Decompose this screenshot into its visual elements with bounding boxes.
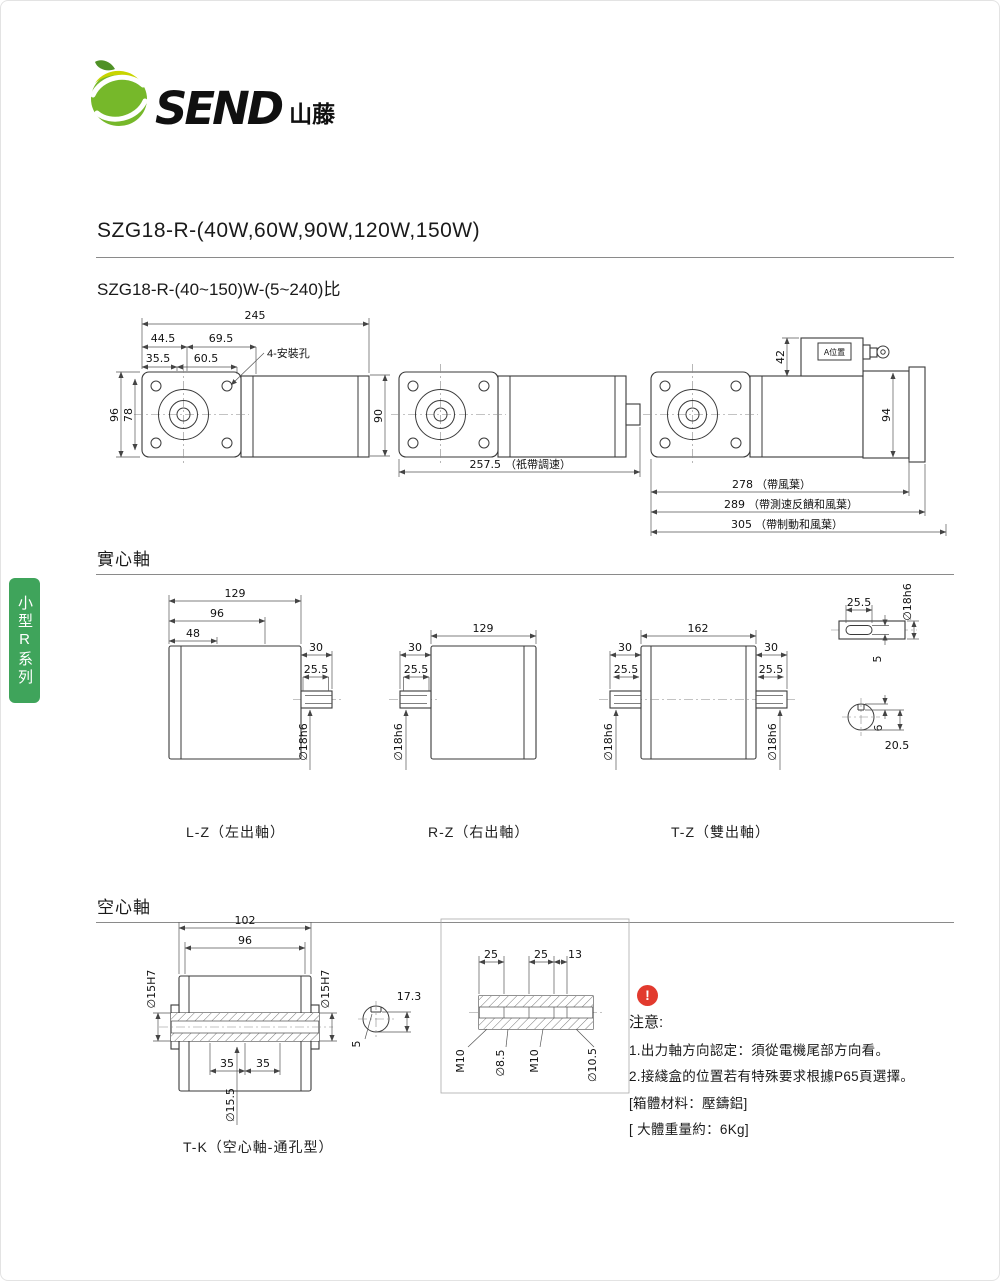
tk-dim-35-b: 35: [256, 1057, 270, 1070]
sec-dim-25-a: 25: [484, 948, 498, 961]
dim-257-5-note: （祇帶調速）: [505, 457, 571, 471]
solid-shaft-key-detail: 25.5 ∅18h6 5 6 20.5: [831, 583, 919, 752]
label-rz: R-Z（右出軸）: [428, 824, 530, 840]
detail-dim-6: 6: [872, 725, 885, 732]
dim-257-5: 257.5: [470, 458, 502, 471]
rz-dia: ∅18h6: [392, 723, 405, 761]
dim-278: 278: [732, 478, 753, 491]
note-line-1: 1.出力軸方向認定：須從電機尾部方向看。: [629, 1042, 890, 1058]
tz-dim-25-5-right: 25.5: [759, 663, 784, 676]
brand-name-cn: 山藤: [289, 101, 336, 127]
tz-dim-30-left: 30: [618, 641, 632, 654]
lz-dim-129: 129: [225, 587, 246, 600]
tk-dia-15-5: ∅15.5: [224, 1088, 237, 1122]
tz-dim-25-5-left: 25.5: [614, 663, 639, 676]
dim-289: 289: [724, 498, 745, 511]
sec-m10-b: M10: [528, 1049, 541, 1073]
hollow-shaft-tk: 102 96 ∅15H7 ∅15H7 35 35 ∅15.5: [145, 914, 421, 1125]
lz-dim-48: 48: [186, 627, 200, 640]
label-lz: L-Z（左出軸）: [186, 824, 285, 840]
lz-dim-30: 30: [309, 641, 323, 654]
dim-245: 245: [245, 309, 266, 322]
label-tk: T-K（空心軸-通孔型）: [183, 1139, 334, 1155]
note-line-4: [ 大體重量約：6Kg]: [629, 1122, 749, 1138]
brand-globe-icon: [90, 60, 148, 126]
lz-dia: ∅18h6: [297, 723, 310, 761]
label-tz: T-Z（雙出軸）: [671, 824, 770, 840]
dim-278-note: （帶風葉）: [756, 477, 811, 491]
dim-35-5: 35.5: [146, 352, 171, 365]
page-title: SZG18-R-(40W,60W,90W,120W,150W): [97, 219, 481, 242]
top-view-left: 245 44.5 69.5 35.5 60.5 4-安裝孔 96 78 90: [108, 309, 390, 465]
hollow-shaft-section-detail: 25 25 13 M10 ∅8.5 M10 ∅10.5: [440, 918, 630, 1094]
solid-shaft-tz: 162 30 25.5 30 25.5 ∅18h6 ∅18h6: [599, 622, 798, 770]
tk-dia-left: ∅15H7: [145, 970, 158, 1009]
tk-dia-right: ∅15H7: [319, 970, 332, 1009]
tk-dim-5: 5: [350, 1041, 363, 1048]
lz-dim-25-5: 25.5: [304, 663, 329, 676]
dim-78: 78: [122, 408, 135, 422]
rz-dim-129: 129: [473, 622, 494, 635]
sec-dim-25-b: 25: [534, 948, 548, 961]
dim-305-note: （帶制動和風葉）: [755, 517, 843, 531]
tk-dim-96: 96: [238, 934, 252, 947]
solid-shaft-lz: 129 96 48 30 25.5 ∅18h6: [168, 587, 343, 770]
dim-289-note: （帶測速反饋和風葉）: [748, 497, 858, 511]
dim-42: 42: [774, 350, 787, 364]
sec-dia-8-5: ∅8.5: [494, 1049, 507, 1076]
dim-60-5: 60.5: [194, 352, 219, 365]
top-view-middle: 257.5 （祇帶調速）: [391, 364, 641, 477]
dim-96-flange: 96: [108, 408, 121, 422]
section-heading-hollow-shaft: 空心軸: [97, 898, 151, 917]
alert-icon: !: [637, 985, 658, 1006]
brand-logo: SEND 山藤: [85, 57, 335, 131]
tk-dim-102: 102: [235, 914, 256, 927]
tz-dim-30-right: 30: [764, 641, 778, 654]
sidebar-series-tab: 小型R系列: [9, 578, 40, 703]
detail-dim-5: 5: [871, 656, 884, 663]
note-line-3: [箱體材料：壓鑄鋁]: [629, 1095, 748, 1111]
notes-heading: 注意:: [629, 1014, 664, 1031]
dim-69-5: 69.5: [209, 332, 234, 345]
detail-dia: ∅18h6: [901, 583, 914, 621]
model-subtitle: SZG18-R-(40~150)W-(5~240)比: [97, 280, 341, 299]
tz-dia-left: ∅18h6: [602, 723, 615, 761]
dim-305: 305: [731, 518, 752, 531]
note-line-2: 2.接綫盒的位置若有特殊要求根據P65頁選擇。: [629, 1069, 915, 1085]
divider: [96, 257, 954, 258]
rz-dim-25-5: 25.5: [404, 663, 429, 676]
tz-dia-right: ∅18h6: [766, 723, 779, 761]
dim-94: 94: [880, 408, 893, 422]
tk-dim-17-3: 17.3: [397, 990, 422, 1003]
sec-m10-a: M10: [454, 1049, 467, 1073]
a-position-label: A位置: [824, 347, 845, 357]
lz-dim-96: 96: [210, 607, 224, 620]
detail-dim-25-5: 25.5: [847, 596, 872, 609]
notes-block: ! 注意: 1.出力軸方向認定：須從電機尾部方向看。 2.接綫盒的位置若有特殊要…: [629, 985, 979, 1139]
divider: [96, 574, 954, 575]
sec-dia-10-5: ∅10.5: [586, 1048, 599, 1082]
mount-hole-note: 4-安裝孔: [267, 346, 310, 360]
dim-44-5: 44.5: [151, 332, 176, 345]
sec-dim-13: 13: [568, 948, 582, 961]
divider: [96, 922, 954, 923]
dim-90: 90: [372, 409, 385, 423]
section-heading-solid-shaft: 實心軸: [97, 550, 151, 569]
detail-dim-20-5: 20.5: [885, 739, 910, 752]
tz-dim-162: 162: [688, 622, 709, 635]
solid-shaft-rz: 129 30 25.5 ∅18h6: [389, 622, 537, 770]
tk-dim-35-a: 35: [220, 1057, 234, 1070]
rz-dim-30: 30: [408, 641, 422, 654]
brand-name: SEND: [155, 82, 284, 135]
top-view-right: A位置 42 94 278 （: [643, 337, 947, 536]
